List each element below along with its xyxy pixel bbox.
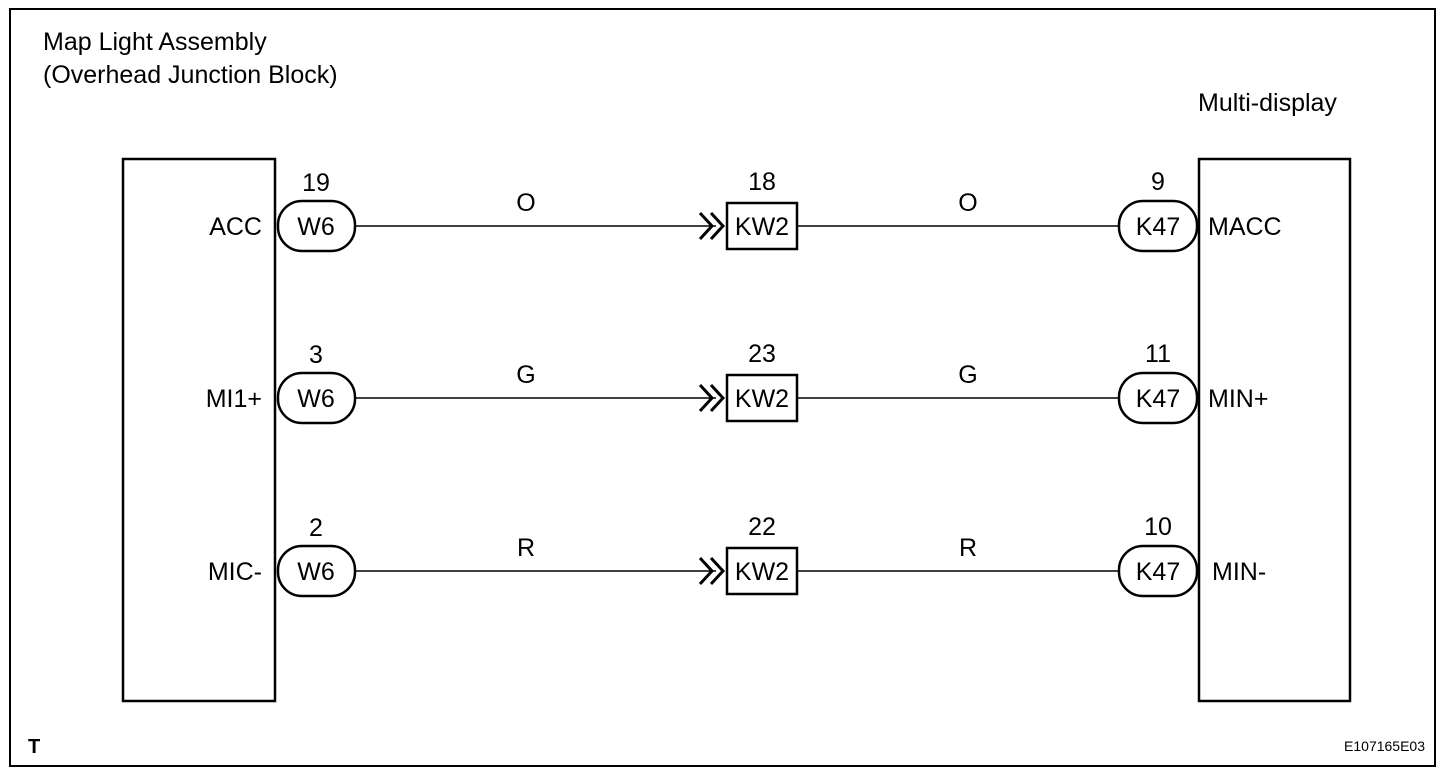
- junction-connector: [725, 373, 799, 423]
- junction-connector-label: KW2: [735, 213, 789, 241]
- junction-pin-number: 18: [748, 168, 776, 196]
- wire-color-right: R: [959, 534, 977, 562]
- junction-connector-label: KW2: [735, 385, 789, 413]
- connector-arrow-icon: [698, 556, 726, 586]
- left-pin-number: 2: [309, 514, 323, 542]
- right-terminal-label: MIN-: [1212, 558, 1266, 586]
- left-pin-number: 3: [309, 341, 323, 369]
- figure-id: E107165E03: [1344, 738, 1425, 754]
- right-connector: [1117, 371, 1199, 425]
- connector-arrow-icon: [698, 211, 726, 241]
- wire-color-left: R: [517, 534, 535, 562]
- right-connector-label: K47: [1136, 213, 1180, 241]
- right-component-title: Multi-display: [1198, 89, 1337, 117]
- junction-connector-label: KW2: [735, 558, 789, 586]
- left-pin-number: 19: [302, 169, 330, 197]
- wire-color-right: G: [958, 361, 977, 389]
- left-terminal-label: MI1+: [206, 385, 262, 413]
- left-component-title-line2: (Overhead Junction Block): [43, 61, 338, 89]
- left-connector: [276, 199, 357, 253]
- wire-color-left: G: [516, 361, 535, 389]
- junction-connector: [725, 546, 799, 596]
- right-terminal-label: MACC: [1208, 213, 1282, 241]
- circuit-row: MIC- 2 W6 R 22 KW2 R 10 K47 MIN-: [208, 513, 1266, 598]
- left-connector: [276, 371, 357, 425]
- left-terminal-label: ACC: [209, 213, 262, 241]
- junction-pin-number: 23: [748, 340, 776, 368]
- left-terminal-label: MIC-: [208, 558, 262, 586]
- right-connector-label: K47: [1136, 385, 1180, 413]
- circuit-row: MI1+ 3 W6 G 23 KW2 G 11 K47 MIN+: [206, 340, 1268, 425]
- left-connector-label: W6: [297, 213, 335, 241]
- right-terminal-label: MIN+: [1208, 385, 1268, 413]
- wire-color-left: O: [516, 189, 535, 217]
- junction-pin-number: 22: [748, 513, 776, 541]
- wire-color-right: O: [958, 189, 977, 217]
- right-connector-label: K47: [1136, 558, 1180, 586]
- corner-mark: T: [28, 736, 40, 758]
- multi-display-box: [1197, 157, 1352, 703]
- map-light-assembly-box: [121, 157, 277, 703]
- right-pin-number: 9: [1151, 168, 1165, 196]
- left-connector: [276, 544, 357, 598]
- junction-connector: [725, 201, 799, 251]
- right-connector: [1117, 544, 1199, 598]
- left-component-title-line1: Map Light Assembly: [43, 28, 267, 56]
- left-connector-label: W6: [297, 385, 335, 413]
- right-pin-number: 10: [1144, 513, 1172, 541]
- diagram-frame: [9, 8, 1436, 767]
- connector-arrow-icon: [698, 383, 726, 413]
- circuit-row: ACC 19 W6 O 18 KW2 O 9 K47 MACC: [209, 168, 1282, 253]
- right-connector: [1117, 199, 1199, 253]
- right-pin-number: 11: [1145, 340, 1171, 368]
- left-connector-label: W6: [297, 558, 335, 586]
